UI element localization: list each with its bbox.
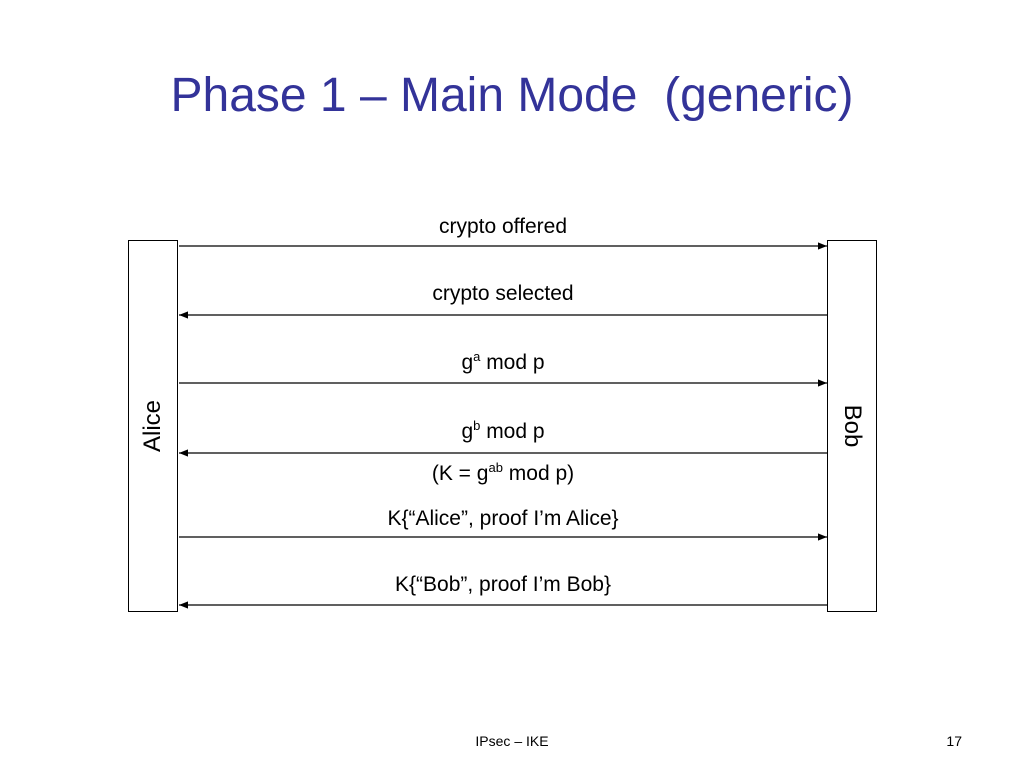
message-alice-proof: K{“Alice”, proof I’m Alice} (179, 506, 827, 532)
message-crypto-offered: crypto offered (179, 214, 827, 240)
page-number: 17 (946, 733, 962, 749)
message-base: g (461, 420, 474, 443)
alice-party-box: Alice (128, 240, 178, 612)
message-rest: mod p (480, 351, 545, 374)
key-note-rest: mod p) (502, 462, 575, 485)
message-gb-mod-p: gb mod p (179, 419, 827, 445)
key-derivation-note: (K = gab mod p) (179, 461, 827, 487)
message-text: K{“Alice”, proof I’m Alice} (387, 507, 619, 530)
slide-title: Phase 1 – Main Mode (generic) (170, 69, 854, 122)
message-bob-proof: K{“Bob”, proof I’m Bob} (179, 572, 827, 598)
key-note-base: (K = g (431, 462, 489, 485)
message-exponent: b (473, 418, 481, 433)
footer-title: IPsec – IKE (475, 733, 549, 749)
bob-party-box: Bob (827, 240, 877, 612)
message-ga-mod-p: ga mod p (179, 350, 827, 376)
message-rest: mod p (480, 420, 545, 443)
message-text: K{“Bob”, proof I’m Bob} (395, 573, 611, 596)
message-text: crypto selected (432, 282, 574, 305)
message-exponent: a (473, 349, 481, 364)
message-text: crypto offered (438, 215, 568, 238)
message-base: g (461, 351, 474, 374)
message-crypto-selected: crypto selected (179, 281, 827, 307)
key-note-exponent: ab (488, 460, 503, 475)
